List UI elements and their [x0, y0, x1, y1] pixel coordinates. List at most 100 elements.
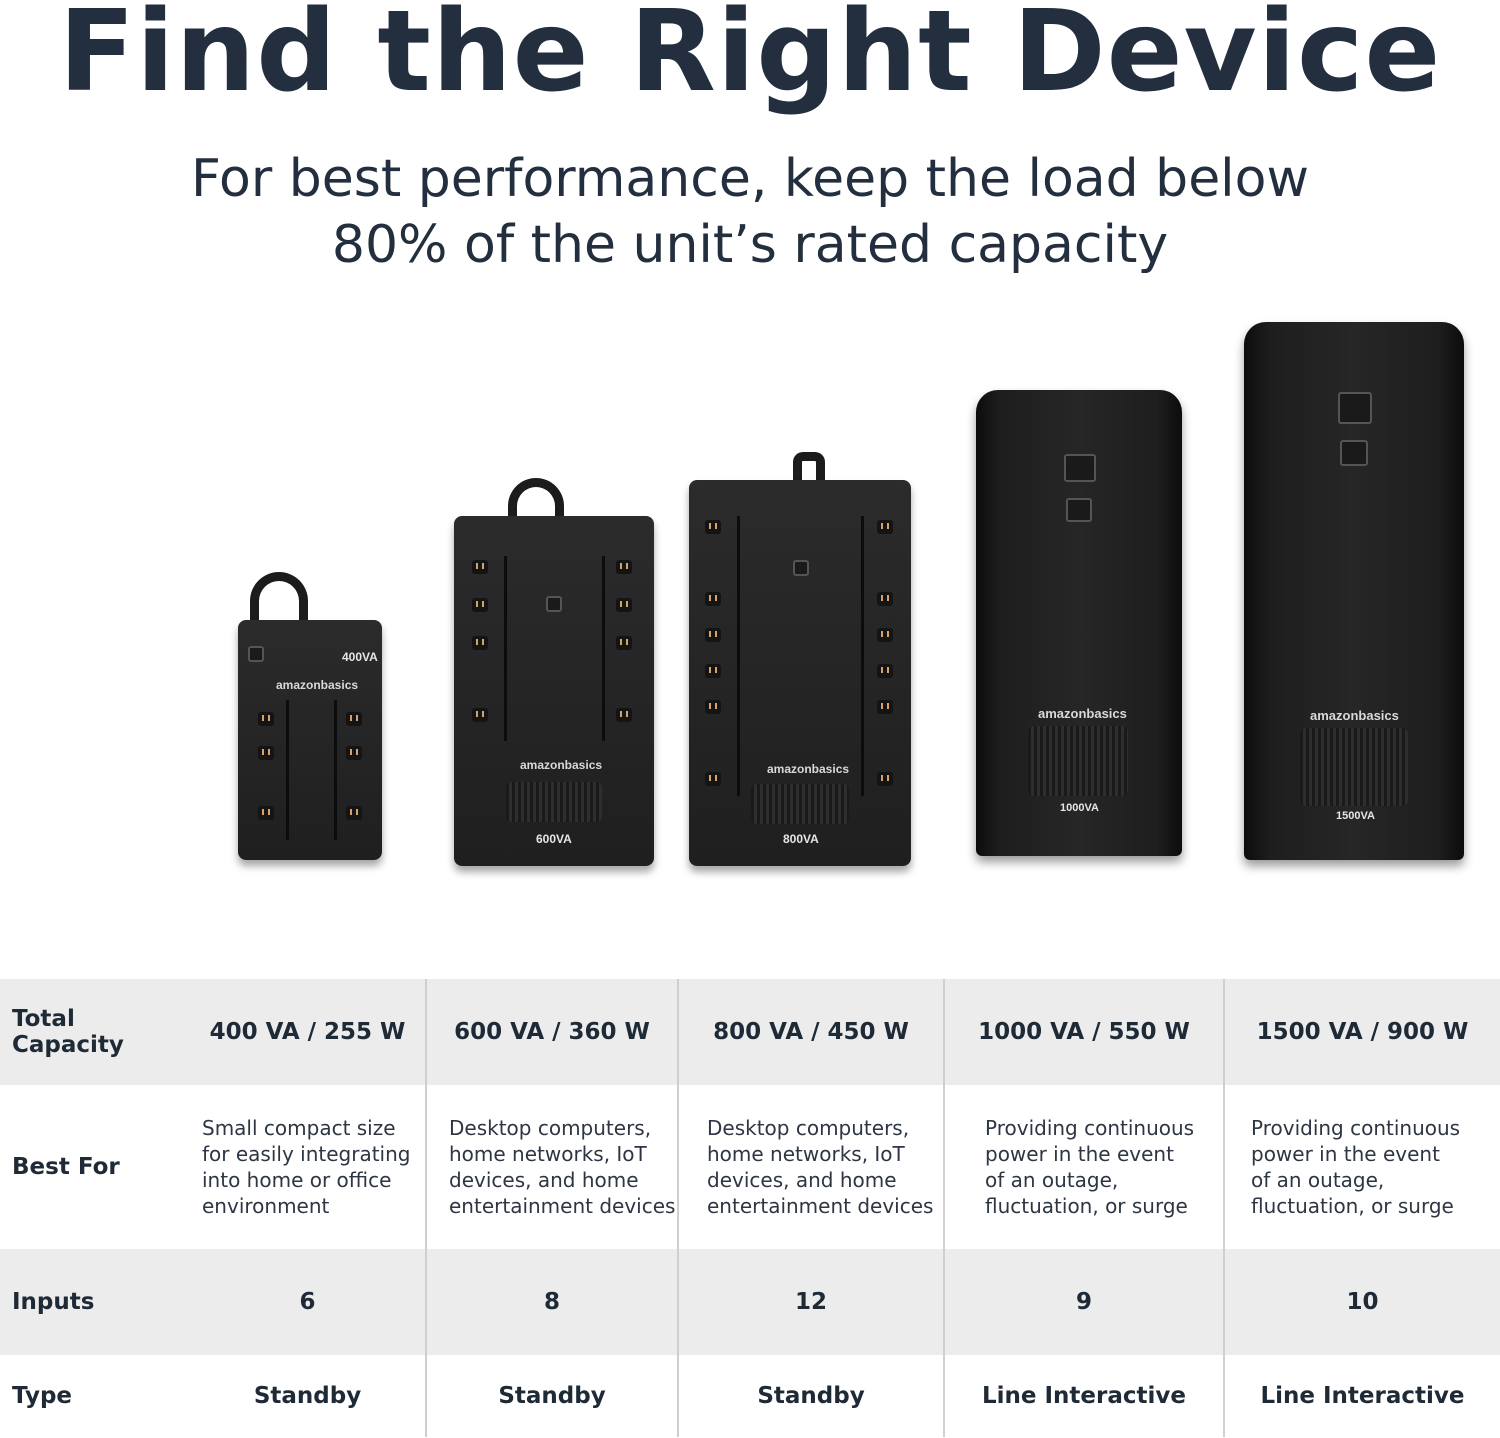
table-row-type: Type Standby Standby Standby Line Intera…	[0, 1355, 1500, 1437]
page-subtitle: For best performance, keep the load belo…	[0, 146, 1500, 278]
power-button	[793, 560, 809, 576]
desc-line: Providing continuous	[1251, 1116, 1461, 1140]
device-brand: amazonbasics	[767, 762, 850, 776]
table-cell: 12	[677, 1249, 944, 1355]
device-brand: amazonbasics	[1038, 706, 1127, 721]
table-cell: Providing continuous power in the event …	[1223, 1085, 1500, 1249]
desc-line: of an outage,	[985, 1168, 1119, 1192]
desc-line: devices, and home	[449, 1168, 639, 1192]
desc-line: power in the event	[985, 1142, 1174, 1166]
mute-button	[1340, 440, 1368, 466]
desc-line: entertainment devices	[449, 1194, 676, 1218]
outlet	[705, 592, 721, 606]
outlet	[472, 560, 488, 574]
outlet	[616, 708, 632, 722]
desc-line: Small compact size	[202, 1116, 396, 1140]
outlet	[616, 560, 632, 574]
ups-standby-icon: amazonbasics 800VA	[689, 480, 911, 866]
device-600va: amazonbasics 600VA	[454, 478, 656, 870]
vent	[1028, 726, 1128, 796]
device-rating: 600VA	[536, 832, 572, 846]
outlet	[472, 708, 488, 722]
outlet-slot	[504, 556, 507, 741]
table-cell: 1000 VA / 550 W	[943, 979, 1224, 1085]
outlet	[258, 806, 274, 820]
outlet	[877, 520, 893, 534]
outlet	[877, 664, 893, 678]
outlet	[705, 664, 721, 678]
table-row-best-for: Best For Small compact size for easily i…	[0, 1085, 1500, 1249]
outlet	[472, 636, 488, 650]
table-cell: Desktop computers, home networks, IoT de…	[425, 1085, 678, 1249]
outlet-slot	[602, 556, 605, 741]
outlet	[472, 598, 488, 612]
power-cord	[250, 572, 308, 625]
outlet	[346, 746, 362, 760]
outlet-slot	[737, 516, 740, 796]
device-brand: amazonbasics	[276, 678, 359, 692]
table-row-inputs: Inputs 6 8 12 9 10	[0, 1249, 1500, 1355]
outlet	[616, 636, 632, 650]
device-rating: 400VA	[342, 650, 378, 664]
device-800va: amazonbasics 800VA	[689, 452, 913, 870]
table-cell: 1500 VA / 900 W	[1223, 979, 1500, 1085]
table-cell: 400 VA / 255 W	[190, 979, 426, 1085]
desc-line: Providing continuous	[985, 1116, 1195, 1140]
table-cell: 600 VA / 360 W	[425, 979, 678, 1085]
table-cell: Small compact size for easily integratin…	[190, 1085, 426, 1249]
ups-tower-icon: amazonbasics 1000VA	[976, 390, 1182, 856]
device-rating: 800VA	[783, 832, 819, 846]
desc-line: entertainment devices	[707, 1194, 934, 1218]
desc-line: Desktop computers,	[707, 1116, 910, 1140]
desc-line: power in the event	[1251, 1142, 1440, 1166]
outlet	[258, 746, 274, 760]
outlet	[258, 712, 274, 726]
outlet	[705, 520, 721, 534]
device-brand: amazonbasics	[1310, 708, 1399, 723]
outlet	[705, 628, 721, 642]
subtitle-line-1: For best performance, keep the load belo…	[191, 149, 1309, 209]
table-cell: Line Interactive	[1223, 1355, 1500, 1437]
vent	[751, 784, 849, 824]
table-cell: 9	[943, 1249, 1224, 1355]
row-label: Inputs	[0, 1249, 190, 1355]
table-cell: Desktop computers, home networks, IoT de…	[677, 1085, 944, 1249]
table-cell: Standby	[677, 1355, 944, 1437]
outlet-slot	[286, 700, 289, 840]
ups-tower-icon: amazonbasics 1500VA	[1244, 322, 1464, 860]
subtitle-line-2: 80% of the unit’s rated capacity	[331, 215, 1169, 275]
outlet-slot	[334, 700, 337, 840]
device-brand: amazonbasics	[520, 758, 603, 772]
power-button	[546, 596, 562, 612]
table-cell: 800 VA / 450 W	[677, 979, 944, 1085]
vent	[1300, 728, 1408, 806]
comparison-table: Total Capacity 400 VA / 255 W 600 VA / 3…	[0, 979, 1500, 1437]
outlet	[616, 598, 632, 612]
table-cell: 8	[425, 1249, 678, 1355]
row-label: Total Capacity	[0, 979, 190, 1085]
desc-line: devices, and home	[707, 1168, 897, 1192]
outlet	[877, 772, 893, 786]
desc-line: fluctuation, or surge	[985, 1194, 1188, 1218]
outlet	[346, 712, 362, 726]
table-cell: 10	[1223, 1249, 1500, 1355]
table-row-capacity: Total Capacity 400 VA / 255 W 600 VA / 3…	[0, 979, 1500, 1085]
ups-compact-icon: 400VA amazonbasics	[238, 620, 382, 860]
power-button	[248, 646, 264, 662]
power-button	[1338, 392, 1372, 424]
table-cell: 6	[190, 1249, 426, 1355]
device-rating: 1000VA	[1060, 802, 1099, 814]
desc-line: of an outage,	[1251, 1168, 1385, 1192]
desc-line: for easily integrating	[202, 1142, 411, 1166]
mute-button	[1066, 498, 1092, 522]
device-1500va: amazonbasics 1500VA	[1244, 322, 1466, 864]
table-cell: Providing continuous power in the event …	[943, 1085, 1224, 1249]
outlet	[877, 592, 893, 606]
outlet	[705, 772, 721, 786]
desc-line: Desktop computers,	[449, 1116, 652, 1140]
table-cell: Line Interactive	[943, 1355, 1224, 1437]
vent	[506, 782, 602, 822]
device-1000va: amazonbasics 1000VA	[976, 390, 1184, 862]
row-label: Type	[0, 1355, 190, 1437]
row-label: Best For	[0, 1085, 190, 1249]
